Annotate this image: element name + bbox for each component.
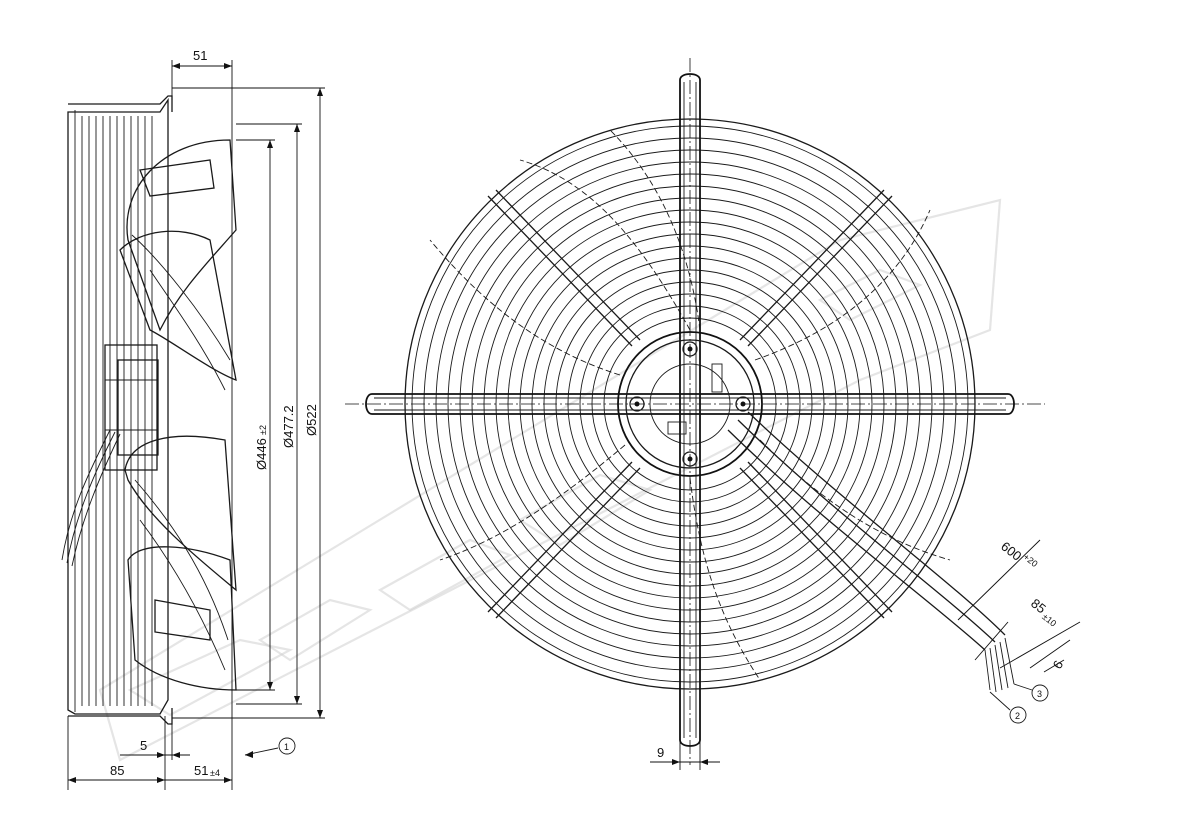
dim-dia-446-tolerance: ±2 xyxy=(258,425,268,435)
dim-85: 85 xyxy=(110,763,124,778)
dim-5: 5 xyxy=(140,738,147,753)
dim-mount-width: 9 xyxy=(657,745,664,760)
dim-51-tolerance: ±4 xyxy=(210,768,220,778)
side-grille-bars xyxy=(81,116,153,706)
dim-dia-477: Ø477.2 xyxy=(281,405,296,448)
watermark xyxy=(98,198,1002,762)
dim-51-bottom: 51 xyxy=(194,763,208,778)
dim-dia-522: Ø522 xyxy=(304,404,319,436)
dim-cable-length-tolerance: +20 xyxy=(1021,552,1039,569)
callout-1: 1 xyxy=(284,742,289,752)
callout-3: 3 xyxy=(1037,689,1042,699)
guard-rings xyxy=(404,118,976,690)
side-view xyxy=(61,60,325,790)
dim-cable-length: 600 xyxy=(998,539,1024,564)
callout-2: 2 xyxy=(1015,711,1020,721)
front-view xyxy=(345,58,1081,770)
motor-hub xyxy=(617,331,763,477)
dim-strip-length-tolerance: ±10 xyxy=(1040,612,1058,629)
dim-dia-446: Ø446 xyxy=(254,438,269,470)
dim-51-top: 51 xyxy=(193,48,207,63)
cable-bundle xyxy=(727,411,1081,693)
